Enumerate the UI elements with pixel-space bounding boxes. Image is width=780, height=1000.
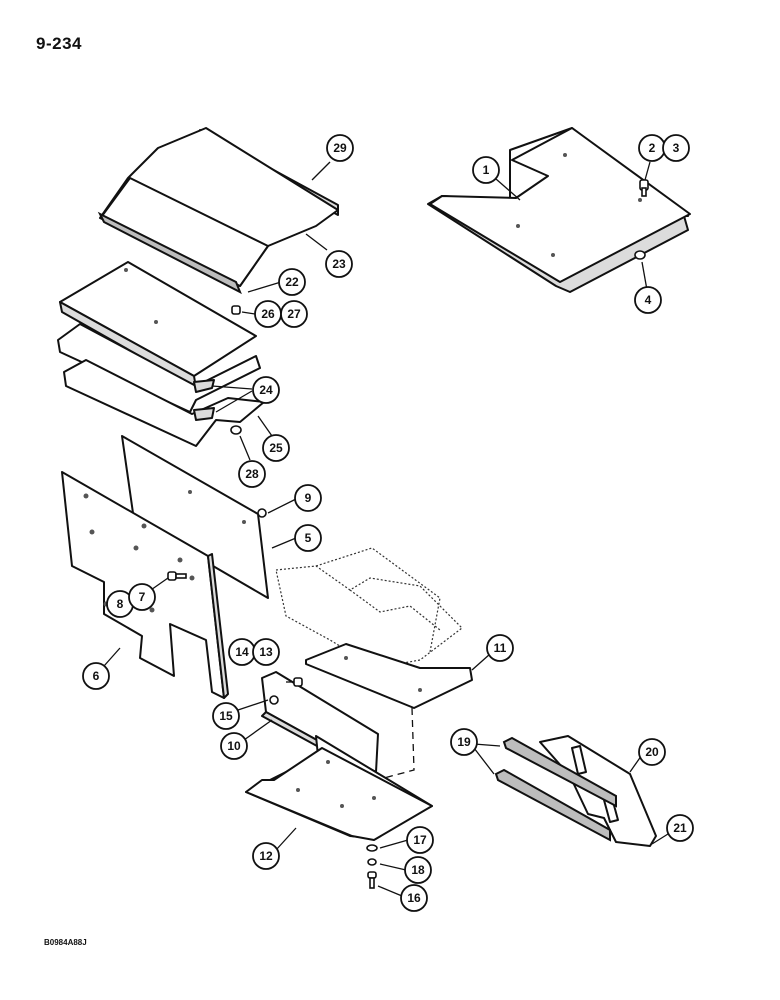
callout-18: 18 — [404, 856, 432, 884]
callout-16: 16 — [400, 884, 428, 912]
svg-text:14: 14 — [235, 645, 249, 659]
svg-text:12: 12 — [259, 849, 273, 863]
svg-text:18: 18 — [411, 863, 425, 877]
svg-text:22: 22 — [285, 275, 299, 289]
part-12-bottom-plate — [245, 735, 433, 841]
callout-21: 21 — [666, 814, 694, 842]
callout-7: 7 — [128, 583, 156, 611]
part-19-rail-strip-upper — [502, 736, 617, 808]
figure-code: B0984A88J — [44, 938, 87, 947]
svg-text:16: 16 — [407, 891, 421, 905]
svg-text:3: 3 — [673, 141, 680, 155]
svg-text:4: 4 — [645, 293, 652, 307]
callout-27: 27 — [280, 300, 308, 328]
svg-text:17: 17 — [413, 833, 427, 847]
part-11-seat-support — [275, 547, 473, 709]
part-24-cushion-upper — [59, 261, 257, 389]
callout-2: 2 — [638, 134, 666, 162]
leader-lines — [103, 161, 669, 897]
part-1-base-plate — [427, 127, 691, 293]
part-9-nut — [257, 508, 267, 518]
svg-text:10: 10 — [227, 739, 241, 753]
svg-text:13: 13 — [259, 645, 273, 659]
callout-24: 24 — [252, 376, 280, 404]
svg-text:15: 15 — [219, 709, 233, 723]
svg-text:9: 9 — [305, 491, 312, 505]
callout-17: 17 — [406, 826, 434, 854]
callout-14: 14 — [228, 638, 256, 666]
callout-1: 1 — [472, 156, 500, 184]
callout-22: 22 — [278, 268, 306, 296]
callout-12: 12 — [252, 842, 280, 870]
callout-25: 25 — [262, 434, 290, 462]
svg-text:21: 21 — [673, 821, 687, 835]
svg-text:1: 1 — [483, 163, 490, 177]
svg-text:26: 26 — [261, 307, 275, 321]
svg-text:8: 8 — [117, 597, 124, 611]
part-2-screw — [639, 179, 649, 197]
part-26-screw — [231, 305, 241, 315]
svg-text:29: 29 — [333, 141, 347, 155]
svg-text:7: 7 — [139, 590, 146, 604]
callout-15: 15 — [212, 702, 240, 730]
part-17-washer — [366, 844, 378, 852]
svg-text:23: 23 — [332, 257, 346, 271]
svg-text:25: 25 — [269, 441, 283, 455]
part-13-screw — [293, 677, 303, 687]
part-5-back-plate — [121, 435, 269, 599]
callout-5: 5 — [294, 524, 322, 552]
part-28-nut — [230, 425, 242, 435]
svg-text:20: 20 — [645, 745, 659, 759]
part-4-nut — [634, 250, 646, 260]
callout-9: 9 — [294, 484, 322, 512]
callout-26: 26 — [254, 300, 282, 328]
callout-6: 6 — [82, 662, 110, 690]
page-number: 9-234 — [36, 34, 82, 53]
svg-text:28: 28 — [245, 467, 259, 481]
alignment-line — [383, 707, 415, 779]
svg-text:24: 24 — [259, 383, 273, 397]
part-18-lock-washer — [367, 858, 377, 866]
part-16-bolt — [367, 871, 377, 889]
callout-3: 3 — [662, 134, 690, 162]
callout-11: 11 — [486, 634, 514, 662]
part-25-cushion-lower — [63, 359, 265, 447]
callout-23: 23 — [325, 250, 353, 278]
callout-29: 29 — [326, 134, 354, 162]
callout-20: 20 — [638, 738, 666, 766]
callout-4: 4 — [634, 286, 662, 314]
svg-text:6: 6 — [93, 669, 100, 683]
svg-text:27: 27 — [287, 307, 301, 321]
callout-10: 10 — [220, 732, 248, 760]
svg-text:2: 2 — [649, 141, 656, 155]
part-19-rail-strip-lower — [494, 768, 611, 842]
svg-text:19: 19 — [457, 735, 471, 749]
callout-19: 19 — [450, 728, 478, 756]
part-23-top-cover — [97, 127, 339, 295]
part-7-bolt — [167, 571, 187, 581]
callout-28: 28 — [238, 460, 266, 488]
svg-text:11: 11 — [494, 641, 507, 655]
svg-text:5: 5 — [305, 531, 312, 545]
callout-13: 13 — [252, 638, 280, 666]
